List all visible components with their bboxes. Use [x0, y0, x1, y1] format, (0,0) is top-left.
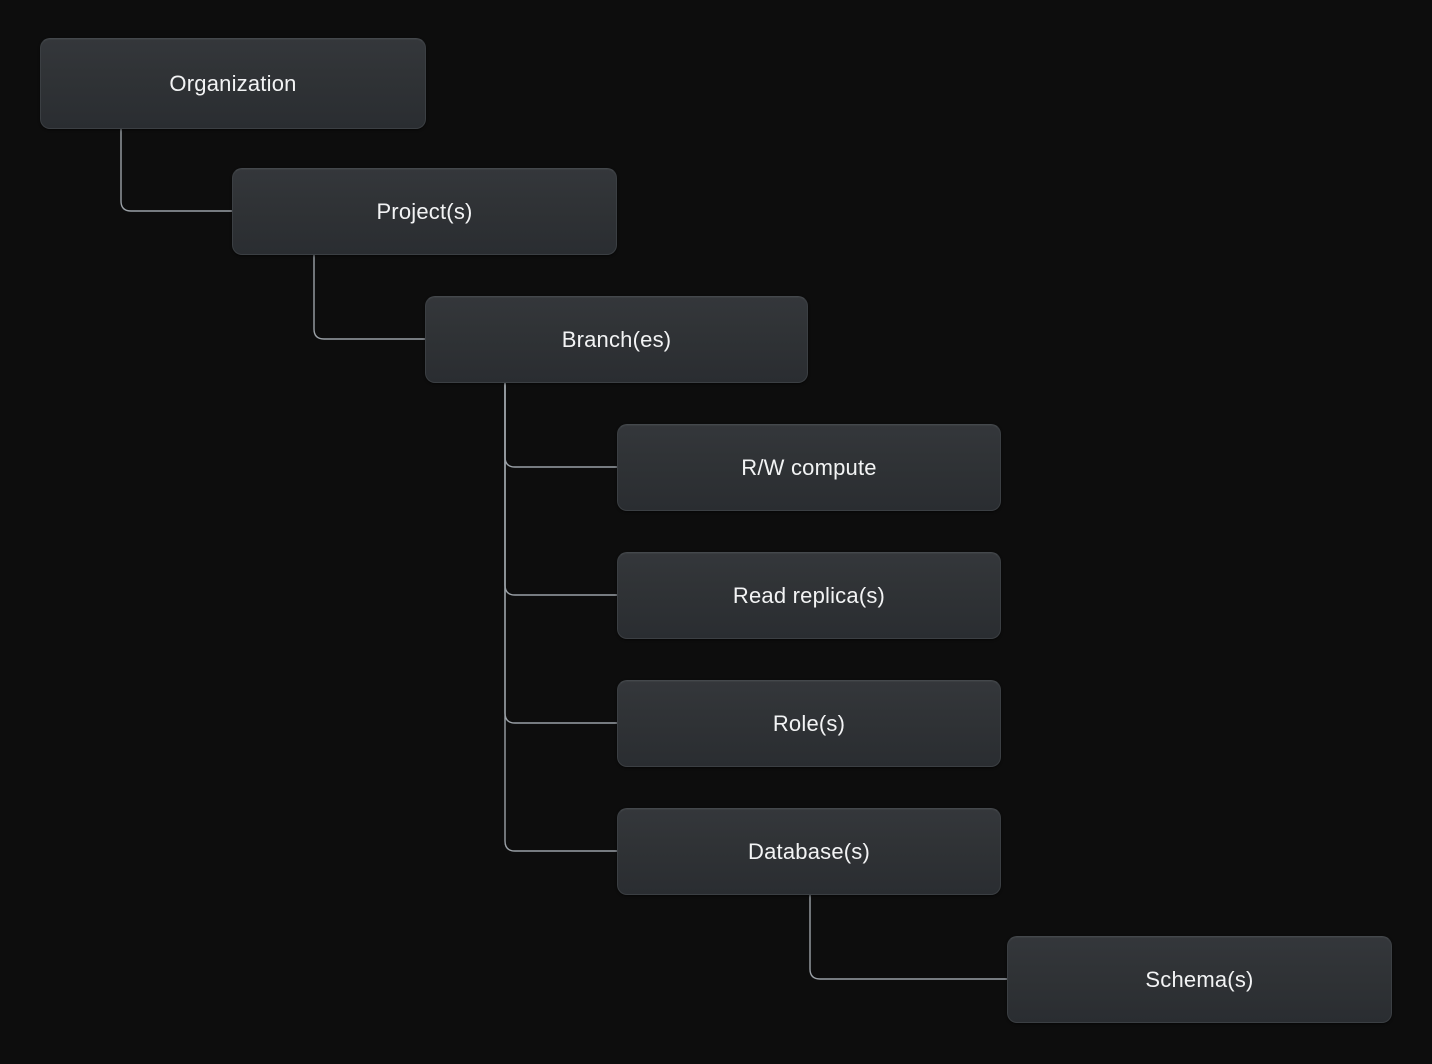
node-branch[interactable]: Branch(es): [425, 296, 808, 383]
node-label-schema: Schema(s): [1145, 966, 1254, 992]
node-label-database: Database(s): [747, 838, 871, 864]
node-role[interactable]: Role(s): [617, 680, 1001, 767]
edge-project-to-branch: [313, 254, 426, 340]
node-label-role: Role(s): [772, 710, 846, 736]
node-label-project: Project(s): [376, 198, 473, 224]
node-read-replica[interactable]: Read replica(s): [617, 552, 1001, 639]
edge-branch-to-read-replica: [504, 382, 618, 596]
node-schema[interactable]: Schema(s): [1007, 936, 1392, 1023]
edge-branch-to-rw-compute: [504, 382, 618, 468]
node-project[interactable]: Project(s): [232, 168, 617, 255]
edge-branch-to-database: [504, 382, 618, 852]
edge-organization-to-project: [120, 128, 233, 212]
node-label-branch: Branch(es): [561, 326, 672, 352]
edge-database-to-schema: [809, 894, 1008, 980]
node-label-read-replica: Read replica(s): [732, 582, 886, 608]
node-organization[interactable]: Organization: [40, 38, 426, 129]
node-rw-compute[interactable]: R/W compute: [617, 424, 1001, 511]
node-database[interactable]: Database(s): [617, 808, 1001, 895]
node-label-organization: Organization: [169, 70, 297, 96]
edge-branch-to-role: [504, 382, 618, 724]
node-label-rw-compute: R/W compute: [741, 454, 877, 480]
